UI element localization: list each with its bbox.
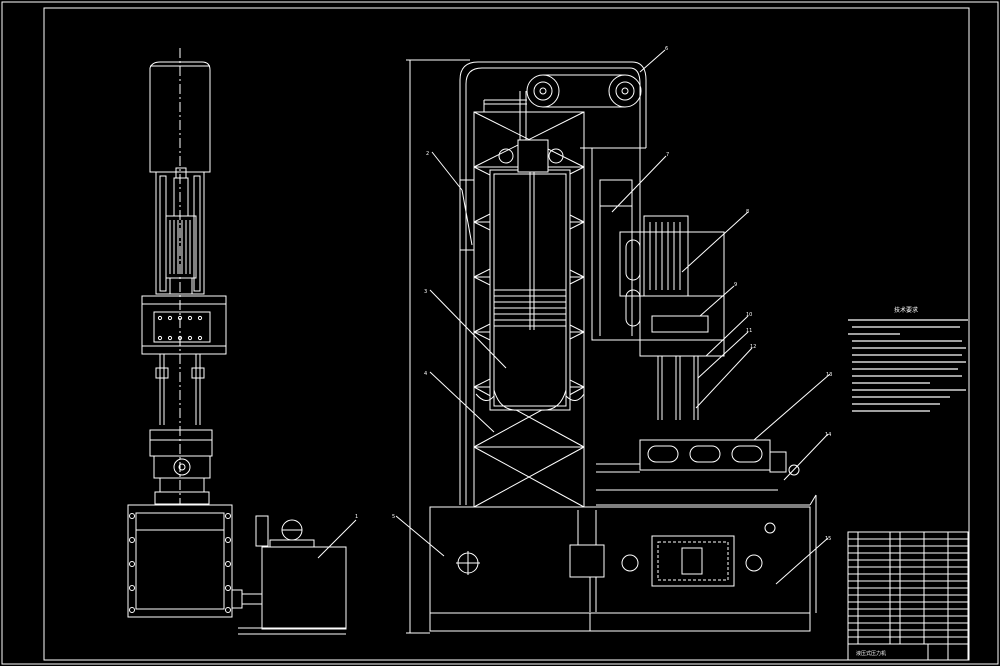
parts-list-table: 液压式压力机 [847,531,969,661]
notes-text-lines [848,319,968,412]
callout-10: 10 [746,312,752,318]
side-view [141,48,227,505]
callout-14: 14 [825,432,831,438]
callout-6: 6 [665,46,668,52]
callout-4: 4 [424,371,427,377]
callout-5: 5 [392,514,395,520]
leader-lines [395,49,831,585]
callout-15: 15 [825,536,831,542]
callout-9: 9 [734,282,737,288]
callout-1: 1 [355,514,358,520]
callout-labels: 1 2 3 4 5 6 7 8 9 10 11 12 13 14 15 [355,46,832,542]
front-view [406,59,817,634]
notes-title: 技术要求 [894,306,918,314]
pump-station [231,515,357,635]
callout-2: 2 [426,151,429,157]
title-block-name: 液压式压力机 [856,650,886,657]
callout-3: 3 [424,289,427,295]
callout-8: 8 [746,209,749,215]
callout-13: 13 [826,372,832,378]
callout-11: 11 [746,328,752,334]
callout-12: 12 [750,344,756,350]
inner-frame [43,7,970,661]
base-block-left [127,504,233,618]
technical-notes: 技术要求 [848,306,968,412]
callout-7: 7 [666,152,669,158]
